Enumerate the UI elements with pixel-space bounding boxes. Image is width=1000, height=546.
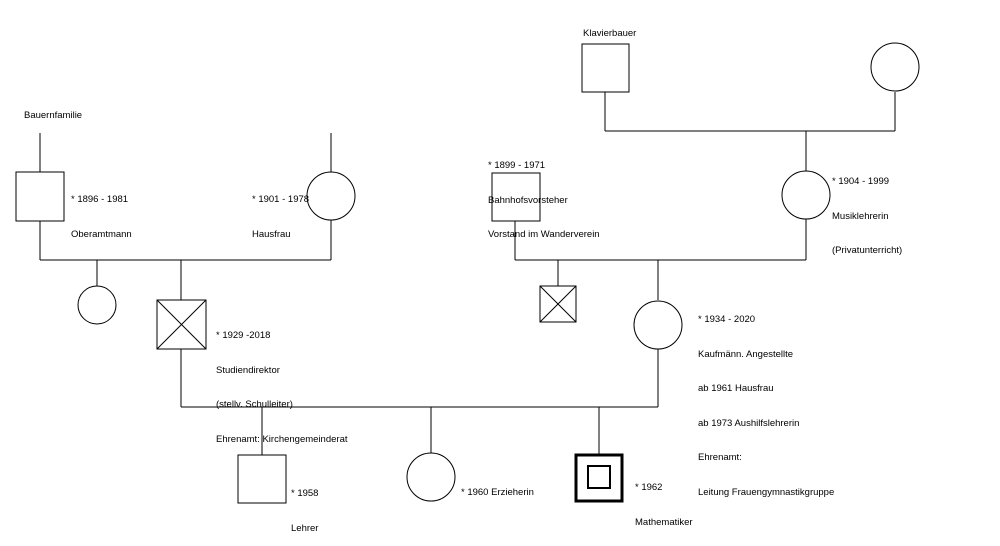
- line: Bahnhofsvorsteher: [488, 194, 568, 206]
- label-mat-grandmother: * 1904 - 1999 Musiklehrerin (Privatunter…: [832, 153, 902, 268]
- label-bauernfamilie: Bauernfamilie: [24, 110, 83, 121]
- line: Kaufmänn. Angestellte: [698, 348, 794, 360]
- maternal-ggm-circle: [870, 42, 920, 92]
- line: * 1901 - 1978: [252, 194, 310, 205]
- pat-grandmother-circle: [306, 171, 356, 221]
- line: Oberamtmann: [71, 228, 132, 240]
- line: * 1929 -2018: [216, 330, 271, 341]
- line: * 1899 - 1971: [488, 160, 546, 171]
- line: Mathematiker: [635, 516, 693, 528]
- label-child-2: * 1960 Erzieherin: [461, 464, 534, 510]
- label-pat-grandfather: * 1896 - 1981 Oberamtmann: [71, 171, 132, 252]
- label-child-1: * 1958 Lehrer: [291, 465, 318, 546]
- line: * 1962: [635, 482, 663, 493]
- line: Musiklehrerin: [832, 210, 889, 222]
- line: * 1934 - 2020: [698, 314, 756, 325]
- label-mother: * 1934 - 2020 Kaufmänn. Angestellte ab 1…: [698, 291, 834, 510]
- label-mat-grandfather: * 1899 - 1971 Bahnhofsvorsteher Vorstand…: [488, 137, 600, 252]
- line: (Privatunterricht): [832, 245, 903, 256]
- line: Lehrer: [291, 522, 319, 534]
- line: * 1958: [291, 488, 319, 499]
- line: Ehrenamt: Kirchengemeinderat: [216, 433, 348, 445]
- line: Vorstand im Wanderverein: [488, 229, 600, 240]
- label-father: * 1929 -2018 Studiendirektor (stellv. Sc…: [216, 307, 348, 457]
- child-2-circle: [406, 452, 456, 502]
- mat-sibling-square: [539, 285, 577, 323]
- line: * 1960 Erzieherin: [461, 487, 534, 498]
- line: Leitung Frauengymnastikgruppe: [698, 486, 835, 498]
- label-pat-grandmother: * 1901 - 1978 Hausfrau: [252, 171, 309, 252]
- father-deceased-cross-b: [156, 299, 207, 350]
- child-1-square: [237, 454, 287, 504]
- pat-sibling-circle: [77, 285, 117, 325]
- label-klavierbauer: Klavierbauer: [583, 28, 637, 39]
- mat-sibling-cross-b: [539, 285, 577, 323]
- line: ab 1973 Aushilfslehrerin: [698, 417, 800, 429]
- index-person-outer-square: [574, 453, 624, 503]
- genogram-canvas: [15, 42, 920, 504]
- line: * 1896 - 1981: [71, 194, 129, 205]
- index-person-inner-square: [587, 465, 611, 489]
- pat-grandfather-square: [15, 171, 65, 222]
- line: * 1904 - 1999: [832, 176, 890, 187]
- mat-grandfather-square: [491, 172, 541, 222]
- line: (stellv. Schulleiter): [216, 399, 293, 410]
- mat-grandmother-circle: [781, 170, 831, 220]
- mother-circle: [633, 300, 683, 350]
- line: Studiendirektor: [216, 364, 280, 376]
- line: ab 1961 Hausfrau: [698, 383, 774, 394]
- label-child-3: * 1962 Mathematiker: [635, 459, 693, 540]
- line: Ehrenamt:: [698, 452, 742, 463]
- line: Hausfrau: [252, 228, 291, 240]
- father-square: [156, 299, 207, 350]
- klavierbauer-square: [581, 43, 630, 93]
